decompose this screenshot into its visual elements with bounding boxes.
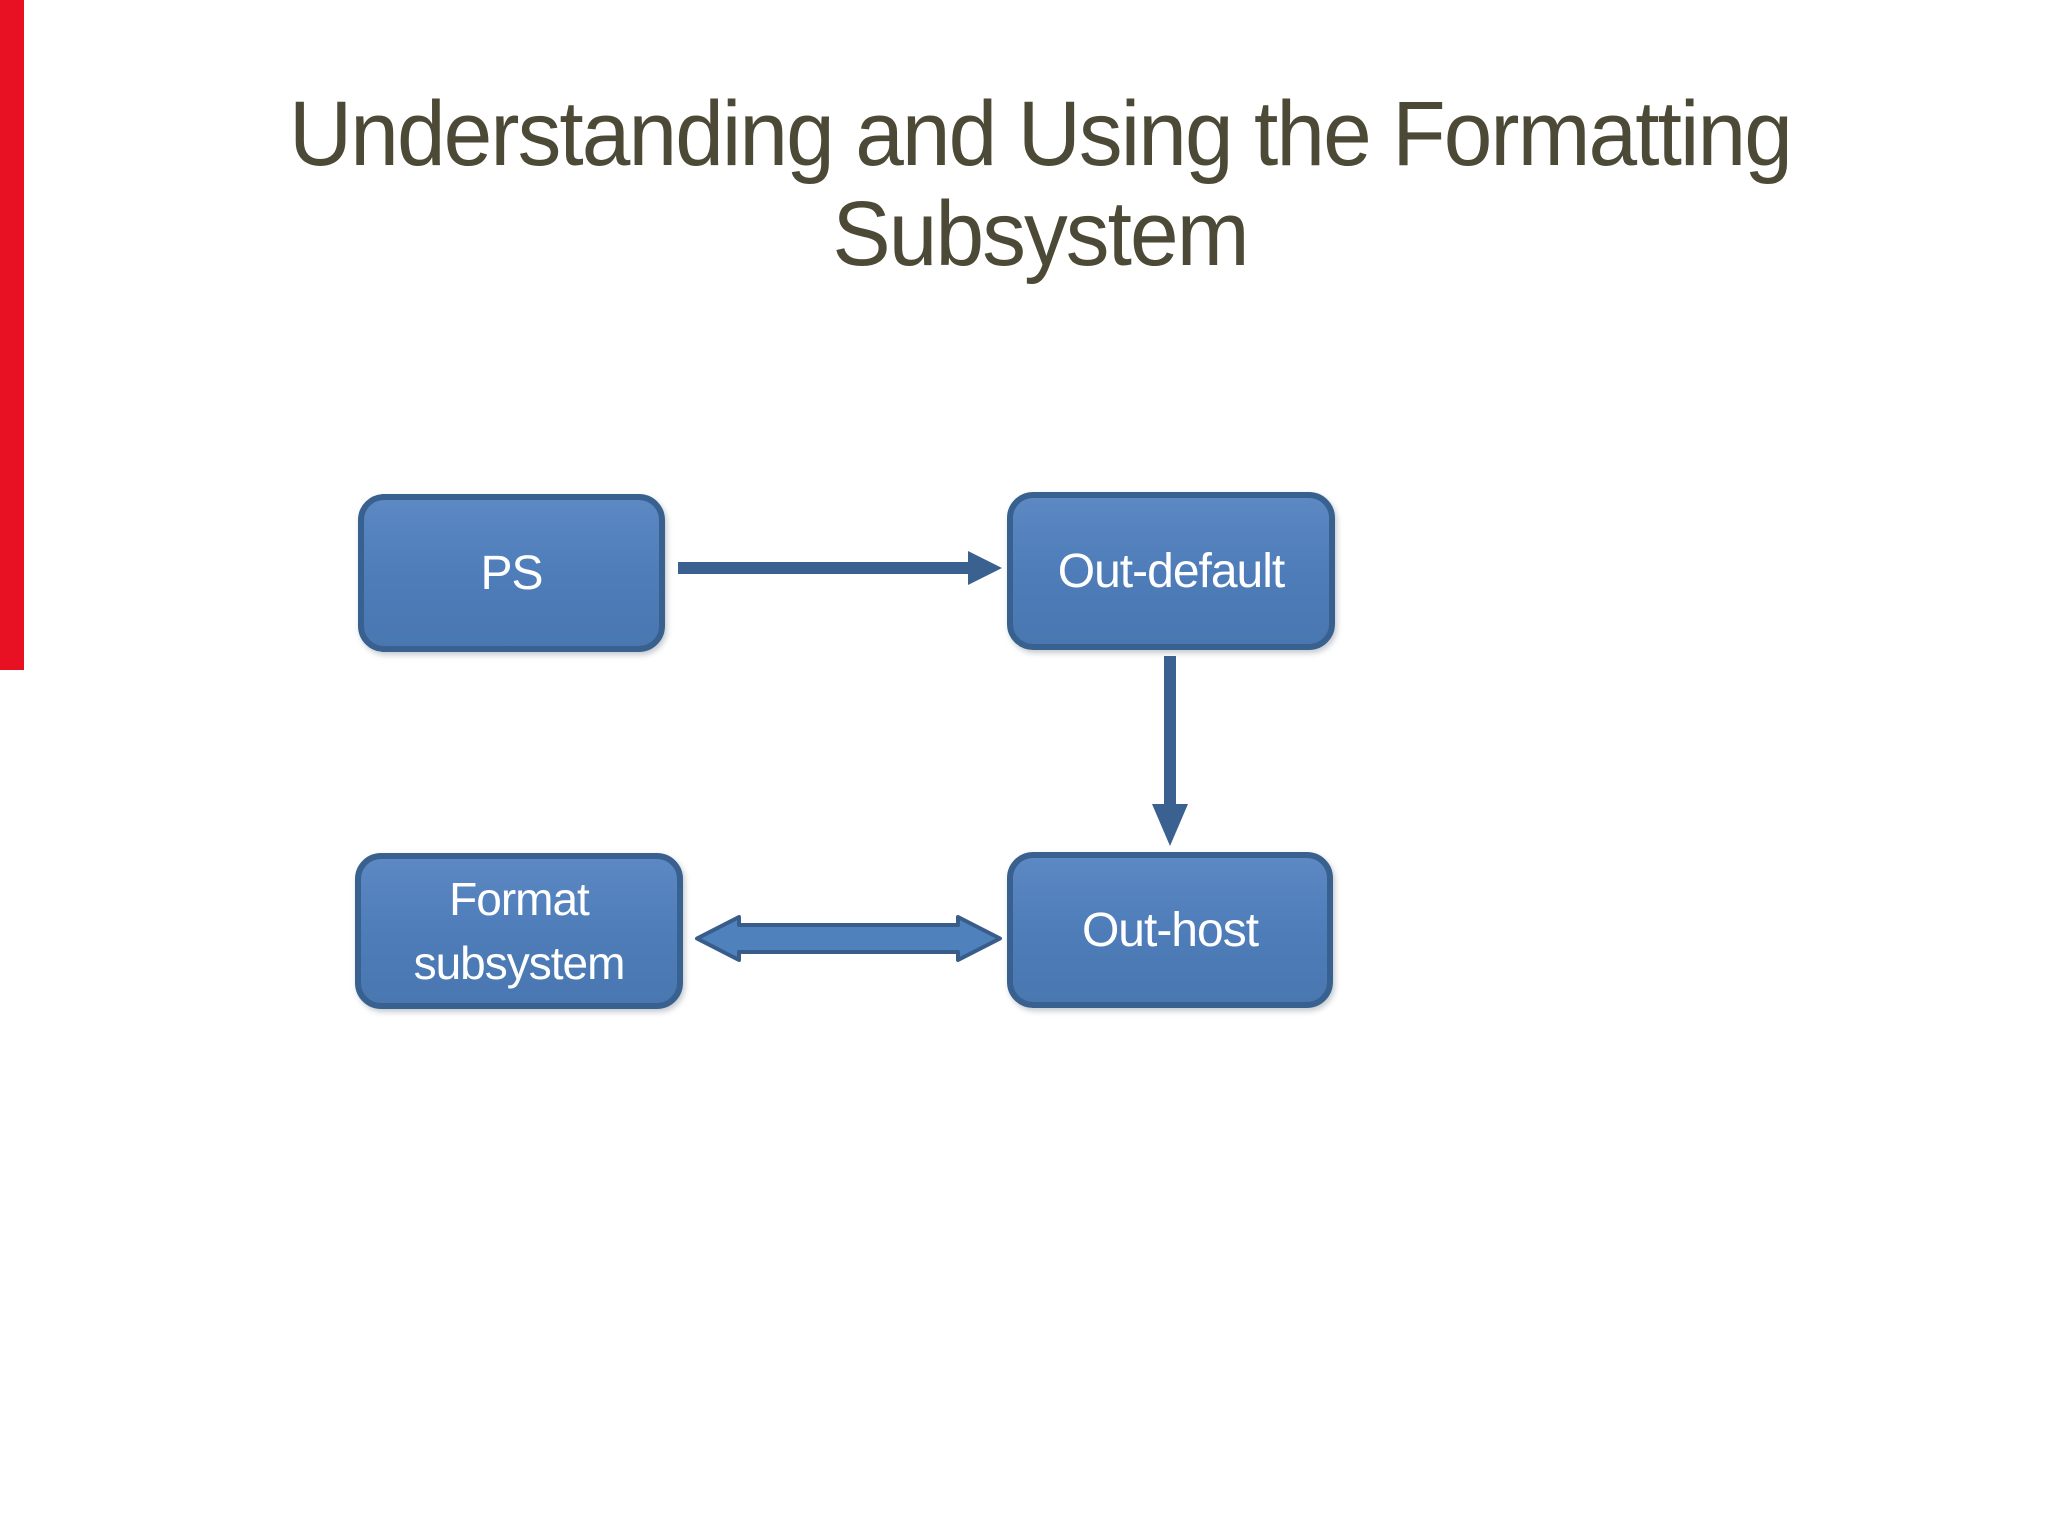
slide-title: Understanding and Using the Formatting S… [289,83,1793,285]
arrow-out-default-to-out-host [1152,656,1188,846]
node-out-default: Out-default [1007,492,1335,650]
node-format-subsystem-label-line2: subsystem [413,937,626,989]
node-format-subsystem-label-line1: Format [449,873,590,925]
node-ps-label: PS [480,546,543,600]
arrow-ps-to-out-default [678,551,1002,585]
node-ps: PS [358,494,665,652]
node-out-host: Out-host [1007,852,1333,1008]
double-arrow-format-out-host [695,915,1002,962]
node-out-default-label: Out-default [1057,544,1285,598]
node-format-subsystem: Format subsystem [355,853,683,1009]
slide-title-line1: Understanding and Using the Formatting [289,83,1793,185]
slide-title-line2: Subsystem [832,183,1249,285]
red-edge-marker-bar [0,0,24,670]
node-out-host-label: Out-host [1081,903,1259,957]
